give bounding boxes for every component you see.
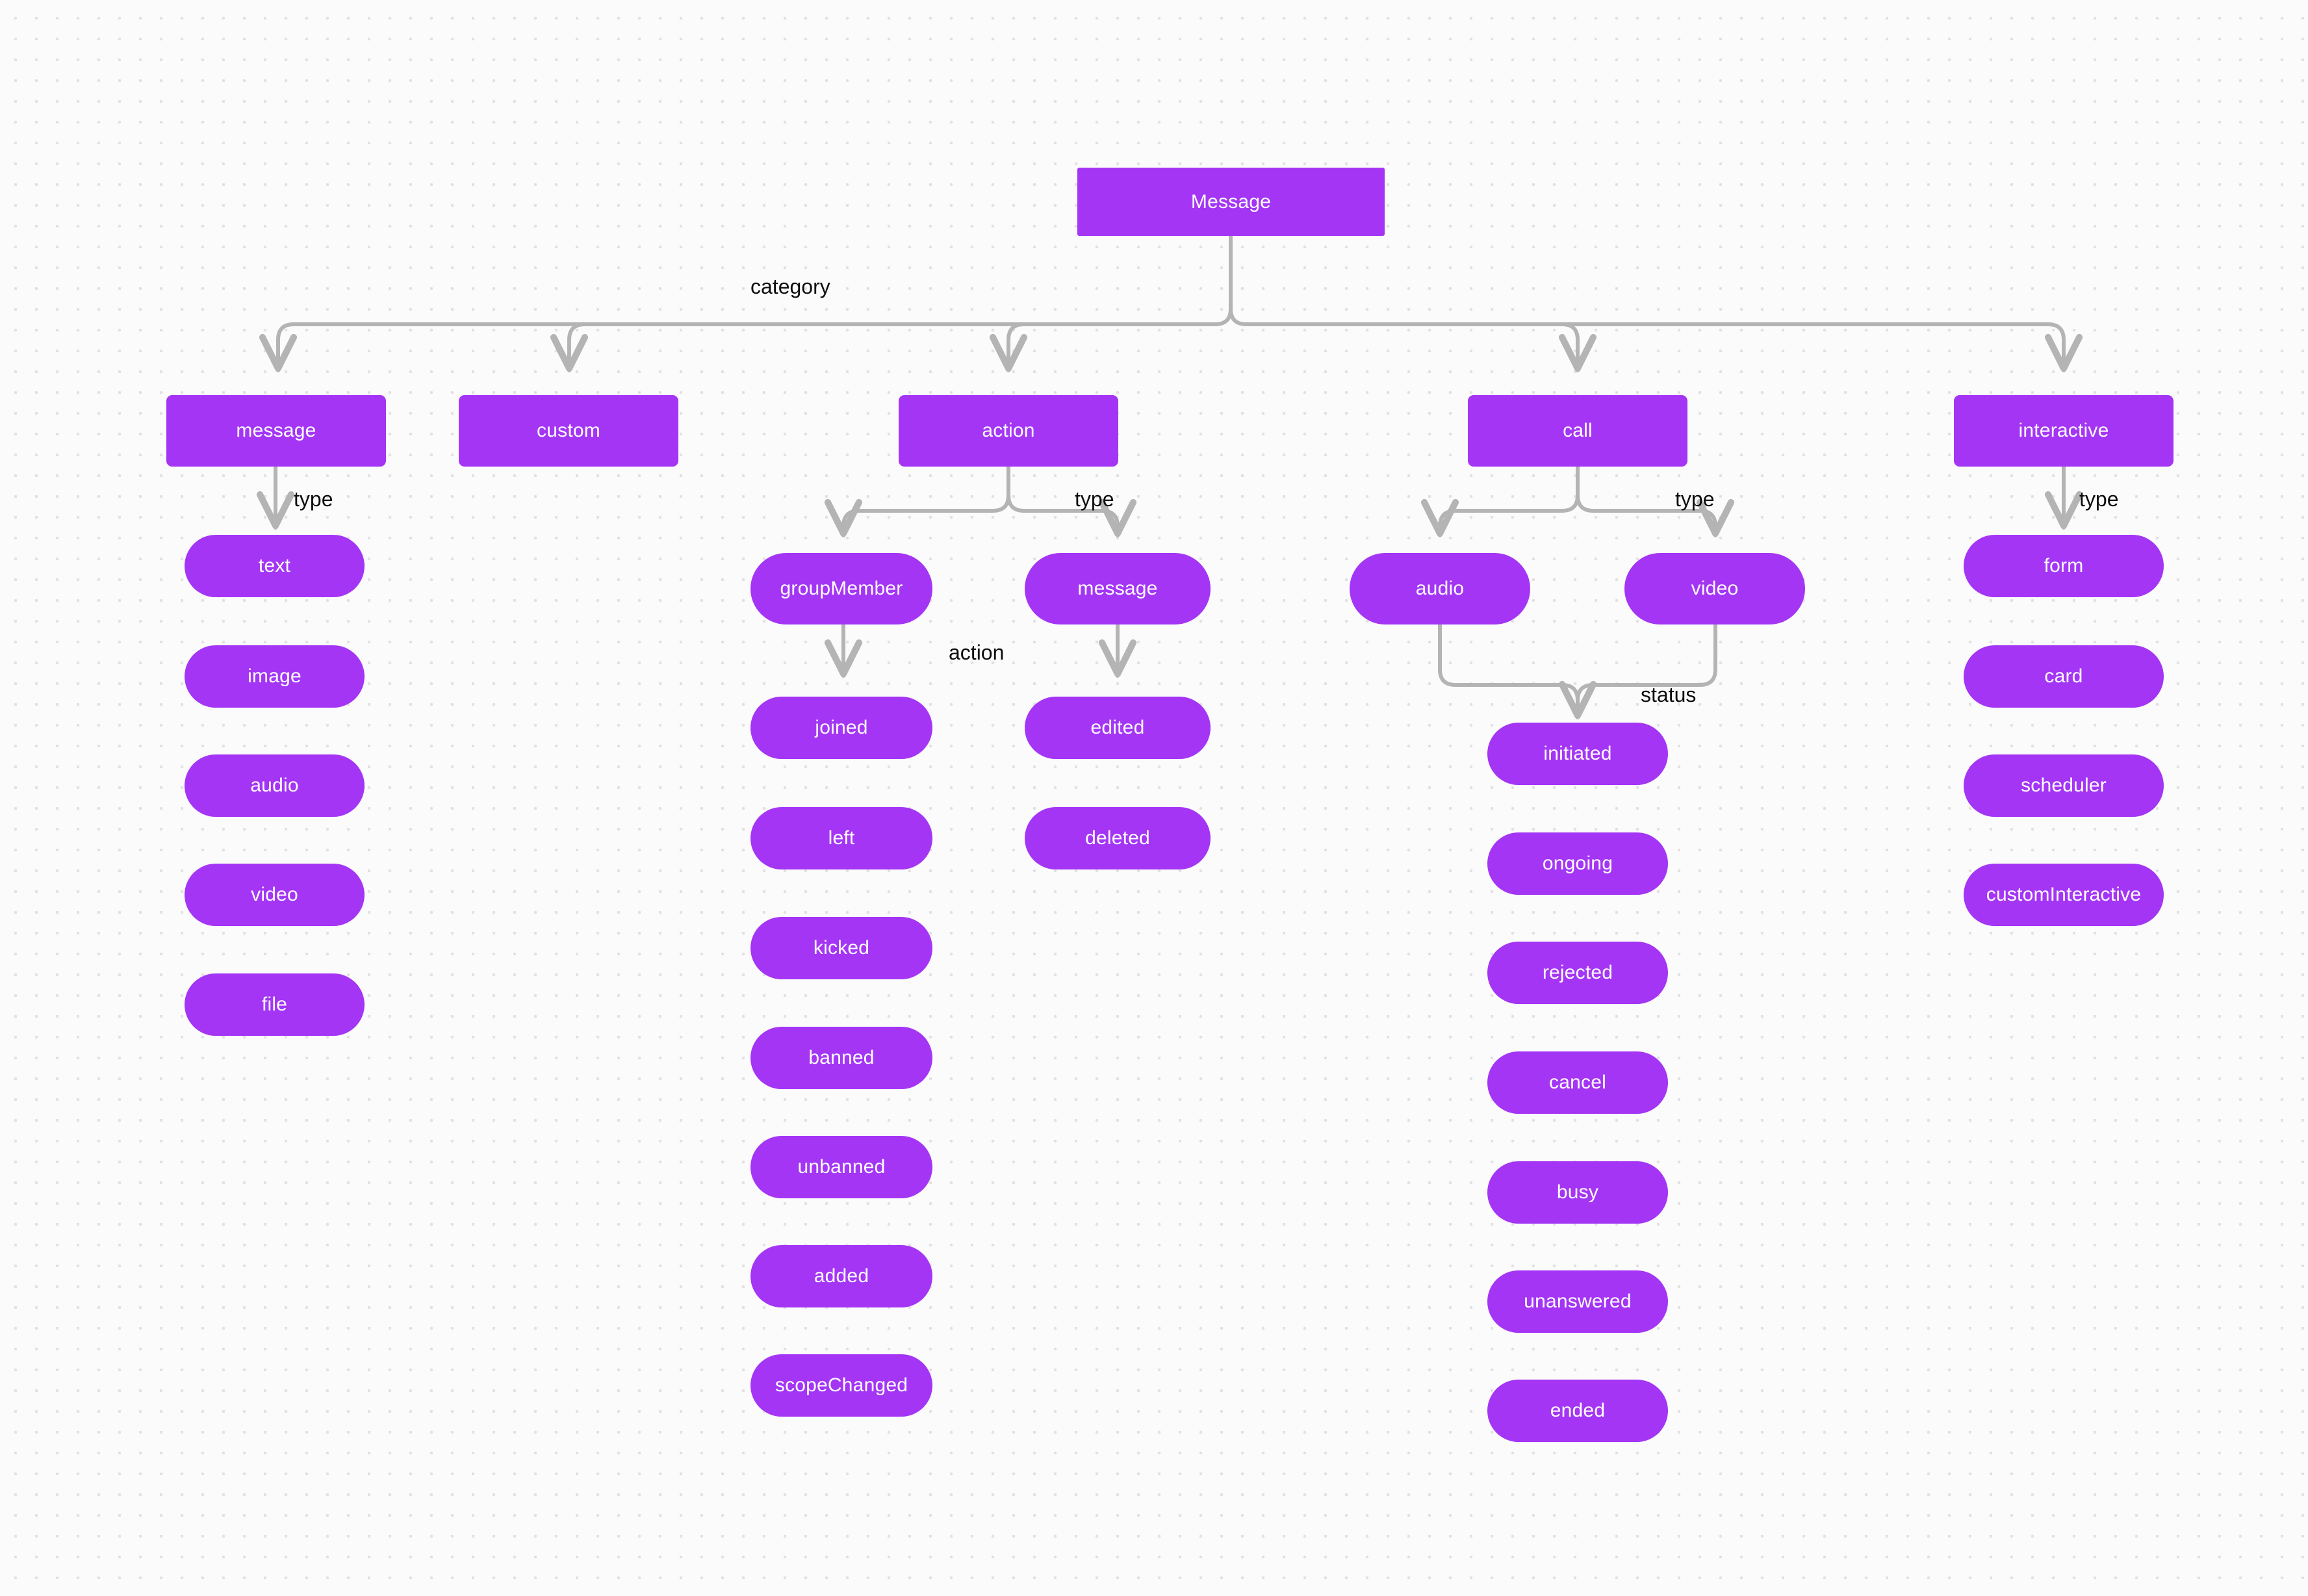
node-label: message xyxy=(1077,578,1158,599)
node-category-message[interactable]: message xyxy=(166,395,386,467)
node-label: initiated xyxy=(1543,743,1612,764)
node-label: unanswered xyxy=(1524,1291,1632,1312)
node-label: image xyxy=(248,665,301,687)
node-message-type-video[interactable]: video xyxy=(185,864,365,926)
node-category-call[interactable]: call xyxy=(1468,395,1687,467)
edge-label-category: category xyxy=(750,275,830,298)
node-category-interactive[interactable]: interactive xyxy=(1954,395,2173,467)
node-label: card xyxy=(2044,665,2083,687)
node-groupmember-action-banned[interactable]: banned xyxy=(750,1027,932,1089)
node-call-status-cancel[interactable]: cancel xyxy=(1487,1051,1668,1114)
node-interactive-type-scheduler[interactable]: scheduler xyxy=(1964,754,2164,817)
node-label: Message xyxy=(1190,190,1272,212)
node-label: action xyxy=(982,420,1035,441)
node-label: added xyxy=(814,1265,869,1287)
node-message-type-text[interactable]: text xyxy=(185,535,365,597)
node-label: rejected xyxy=(1542,962,1613,983)
node-label: file xyxy=(261,994,288,1015)
node-label: joined xyxy=(815,717,868,738)
node-groupmember-action-added[interactable]: added xyxy=(750,1245,932,1307)
node-label: ongoing xyxy=(1542,853,1613,874)
node-message-action-edited[interactable]: edited xyxy=(1025,697,1211,759)
node-groupmember-action-left[interactable]: left xyxy=(750,807,932,869)
node-call-status-rejected[interactable]: rejected xyxy=(1487,942,1668,1004)
node-label: video xyxy=(251,884,298,905)
node-groupmember-action-joined[interactable]: joined xyxy=(750,697,932,759)
node-label: text xyxy=(258,555,291,576)
node-label: left xyxy=(828,827,855,849)
node-label: edited xyxy=(1090,717,1145,738)
node-label: video xyxy=(1691,578,1739,599)
node-call-status-initiated[interactable]: initiated xyxy=(1487,723,1668,785)
node-label: custom xyxy=(537,420,600,441)
node-action-type-message[interactable]: message xyxy=(1025,553,1211,624)
node-interactive-type-form[interactable]: form xyxy=(1964,535,2164,597)
edge-label-type-message: type xyxy=(294,487,333,511)
edge-label-type-interactive: type xyxy=(2079,487,2119,511)
node-category-custom[interactable]: custom xyxy=(459,395,678,467)
node-message-type-audio[interactable]: audio xyxy=(185,754,365,817)
node-call-status-ongoing[interactable]: ongoing xyxy=(1487,832,1668,895)
node-category-action[interactable]: action xyxy=(899,395,1118,467)
node-root-message[interactable]: Message xyxy=(1077,168,1385,236)
node-label: unbanned xyxy=(797,1156,886,1178)
node-groupmember-action-unbanned[interactable]: unbanned xyxy=(750,1136,932,1198)
node-action-type-groupmember[interactable]: groupMember xyxy=(750,553,932,624)
node-label: ended xyxy=(1550,1400,1606,1421)
edge-label-type-action: type xyxy=(1075,487,1114,511)
edge-label-type-call: type xyxy=(1675,487,1715,511)
node-label: cancel xyxy=(1549,1072,1606,1093)
node-interactive-type-custominteractive[interactable]: customInteractive xyxy=(1964,864,2164,926)
node-label: scopeChanged xyxy=(775,1374,908,1396)
node-label: scheduler xyxy=(2021,775,2107,796)
edge-label-status: status xyxy=(1641,683,1697,706)
node-label: interactive xyxy=(2018,420,2109,441)
node-label: call xyxy=(1563,420,1593,441)
node-call-status-ended[interactable]: ended xyxy=(1487,1380,1668,1442)
node-label: deleted xyxy=(1085,827,1150,849)
node-label: audio xyxy=(1415,578,1465,599)
node-message-action-deleted[interactable]: deleted xyxy=(1025,807,1211,869)
node-label: busy xyxy=(1556,1181,1599,1203)
node-message-type-file[interactable]: file xyxy=(185,973,365,1036)
edge-label-action: action xyxy=(949,641,1005,664)
node-call-type-audio[interactable]: audio xyxy=(1350,553,1530,624)
node-label: kicked xyxy=(813,937,870,959)
node-label: customInteractive xyxy=(1986,884,2142,905)
node-label: message xyxy=(236,420,316,441)
node-groupmember-action-kicked[interactable]: kicked xyxy=(750,917,932,979)
node-message-type-image[interactable]: image xyxy=(185,645,365,708)
node-label: audio xyxy=(250,775,299,796)
node-interactive-type-card[interactable]: card xyxy=(1964,645,2164,708)
node-label: form xyxy=(2044,555,2084,576)
node-groupmember-action-scopechanged[interactable]: scopeChanged xyxy=(750,1354,932,1417)
node-label: banned xyxy=(808,1047,875,1068)
node-label: groupMember xyxy=(780,578,903,599)
node-call-type-video[interactable]: video xyxy=(1624,553,1805,624)
node-call-status-unanswered[interactable]: unanswered xyxy=(1487,1270,1668,1333)
node-call-status-busy[interactable]: busy xyxy=(1487,1161,1668,1224)
